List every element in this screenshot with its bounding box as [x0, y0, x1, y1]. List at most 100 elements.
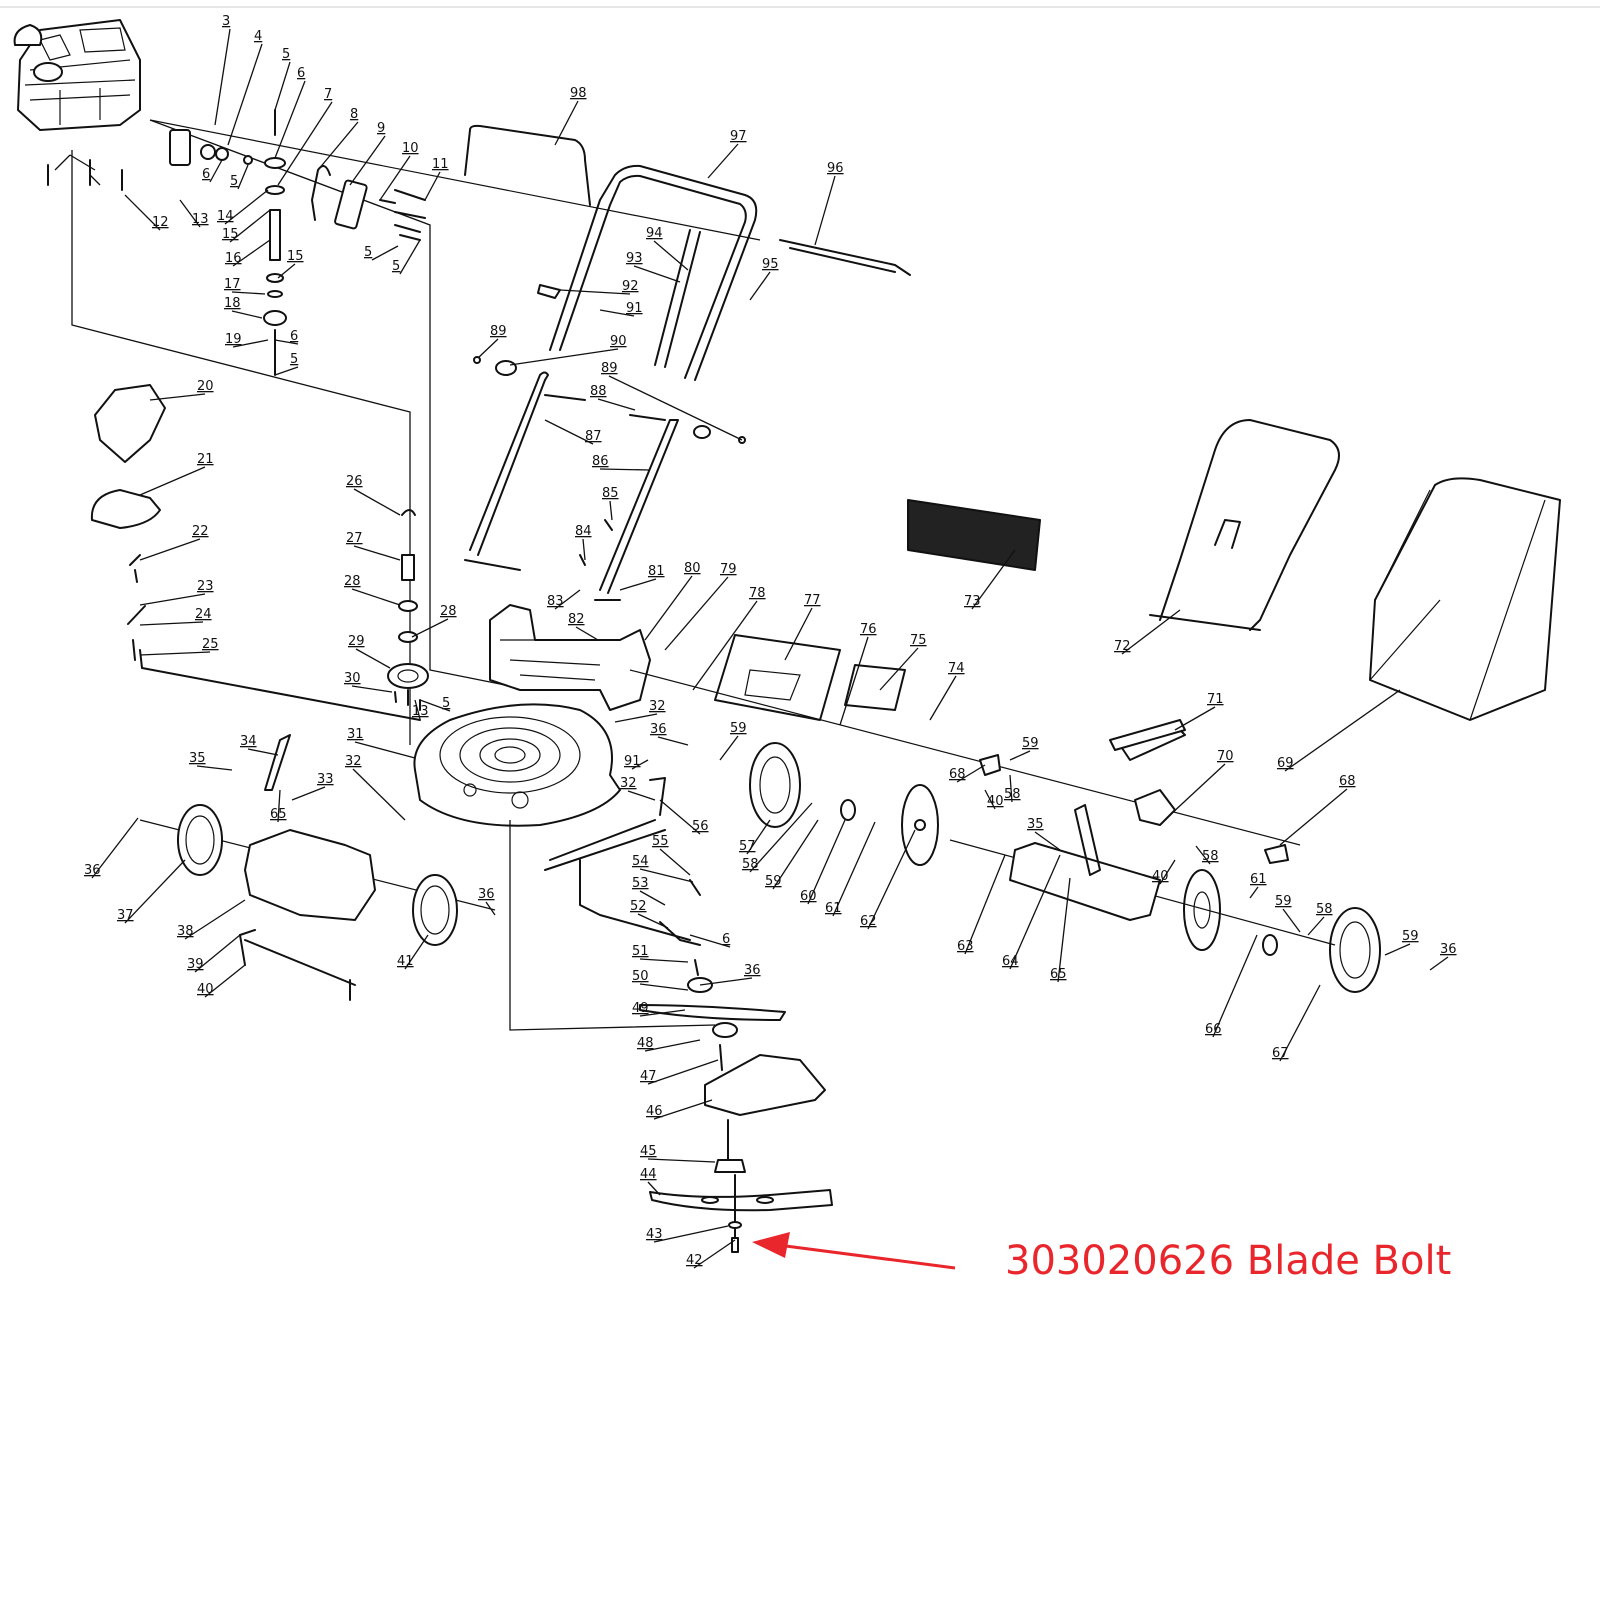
callout-leader-36: [91, 817, 139, 879]
callout-label-31: 31: [347, 727, 364, 742]
callout-leader-59: [719, 735, 739, 761]
height-adjust-parts: [544, 777, 701, 976]
callout-leader-6: [274, 80, 306, 159]
grass-catcher: [907, 419, 1561, 751]
callout-leader-91: [599, 309, 635, 317]
callout-leader-83: [554, 589, 581, 610]
callout-leader-23: [139, 593, 206, 606]
callout-leader-5: [371, 245, 399, 261]
callout-leader-13: [414, 699, 421, 720]
callout-label-52: 52: [630, 899, 647, 914]
callout-leader-93: [633, 265, 681, 283]
callout-label-32: 32: [620, 776, 637, 791]
callout-leader-65: [277, 789, 281, 823]
callout-leader-52: [637, 913, 669, 929]
callout-leader-32: [627, 790, 656, 801]
callout-label-72: 72: [1114, 639, 1131, 654]
callout-label-94: 94: [646, 226, 663, 241]
callout-leader-96: [814, 175, 836, 246]
callout-label-75: 75: [910, 633, 927, 648]
callout-label-59: 59: [1275, 894, 1292, 909]
callout-leader-87: [544, 419, 594, 445]
callout-leader-94: [653, 240, 689, 271]
callout-label-89: 89: [601, 361, 618, 376]
callout-label-15: 15: [222, 227, 239, 242]
callout-label-65: 65: [270, 807, 287, 822]
callout-leader-17: [231, 291, 266, 295]
callout-label-68: 68: [949, 767, 966, 782]
rear-axle-line: [629, 669, 1301, 846]
callout-leader-59: [1282, 908, 1301, 933]
callout-label-5: 5: [290, 352, 298, 367]
callout-leader-6: [209, 159, 223, 183]
callout-label-43: 43: [646, 1227, 663, 1242]
callout-label-56: 56: [692, 819, 709, 834]
callout-label-84: 84: [575, 524, 592, 539]
callout-leader-28: [411, 618, 449, 638]
callout-leader-26: [353, 488, 401, 516]
callout-label-33: 33: [317, 772, 334, 787]
callout-leader-42: [693, 1239, 736, 1269]
callout-leader-3: [214, 28, 231, 126]
callout-leader-37: [124, 859, 186, 924]
callout-leader-61: [832, 821, 876, 917]
callout-leader-15: [277, 263, 296, 279]
callout-leader-7: [277, 101, 333, 186]
callout-leader-33: [291, 786, 326, 801]
callout-label-87: 87: [585, 429, 602, 444]
callout-label-40: 40: [1152, 869, 1169, 884]
callout-label-91: 91: [624, 754, 641, 769]
rear-housing: [489, 604, 906, 721]
drive-column-parts: [169, 109, 426, 376]
callout-label-77: 77: [804, 593, 821, 608]
callout-leader-18: [231, 310, 263, 319]
callout-label-4: 4: [254, 29, 262, 44]
callout-label-69: 69: [1277, 756, 1294, 771]
callout-label-5: 5: [282, 47, 290, 62]
callout-leader-46: [653, 1099, 713, 1120]
callout-leader-91: [631, 759, 649, 770]
callout-label-59: 59: [730, 721, 747, 736]
callout-label-47: 47: [640, 1069, 657, 1084]
callout-label-35: 35: [1027, 817, 1044, 832]
callout-leader-20: [149, 393, 206, 401]
callout-leader-43: [653, 1225, 729, 1243]
callout-leader-72: [1121, 609, 1181, 655]
callout-label-11: 11: [432, 157, 449, 172]
callout-label-3: 3: [222, 14, 230, 29]
callout-leader-61: [1249, 886, 1259, 899]
callout-label-21: 21: [197, 452, 214, 467]
callout-label-80: 80: [684, 561, 701, 576]
top-border: [0, 6, 1600, 8]
callout-leader-56: [659, 799, 701, 835]
callout-leader-5: [274, 366, 299, 376]
callout-leader-58: [749, 802, 813, 873]
callout-label-60: 60: [800, 889, 817, 904]
callout-leader-53: [639, 890, 666, 906]
callout-label-83: 83: [547, 594, 564, 609]
callout-label-36: 36: [650, 722, 667, 737]
callout-label-89: 89: [490, 324, 507, 339]
callout-label-18: 18: [224, 296, 241, 311]
callout-label-12: 12: [152, 215, 169, 230]
callout-label-85: 85: [602, 486, 619, 501]
callout-leader-74: [929, 675, 957, 721]
callout-label-26: 26: [346, 474, 363, 489]
callout-label-58: 58: [1202, 849, 1219, 864]
callout-label-44: 44: [640, 1167, 657, 1182]
callout-label-6: 6: [290, 329, 298, 344]
callout-label-36: 36: [84, 863, 101, 878]
callout-leader-27: [353, 545, 401, 561]
callout-label-25: 25: [202, 637, 219, 652]
callout-leader-66: [1212, 934, 1258, 1038]
callout-label-71: 71: [1207, 692, 1224, 707]
callout-leader-6: [274, 339, 299, 345]
front-wheels: [139, 734, 496, 1001]
callout-label-5: 5: [364, 245, 372, 260]
callout-label-9: 9: [377, 121, 385, 136]
callout-label-48: 48: [637, 1036, 654, 1051]
callout-leader-71: [1174, 706, 1216, 731]
callout-leader-57: [746, 819, 771, 855]
callout-label-32: 32: [345, 754, 362, 769]
callout-leader-67: [1279, 984, 1321, 1062]
